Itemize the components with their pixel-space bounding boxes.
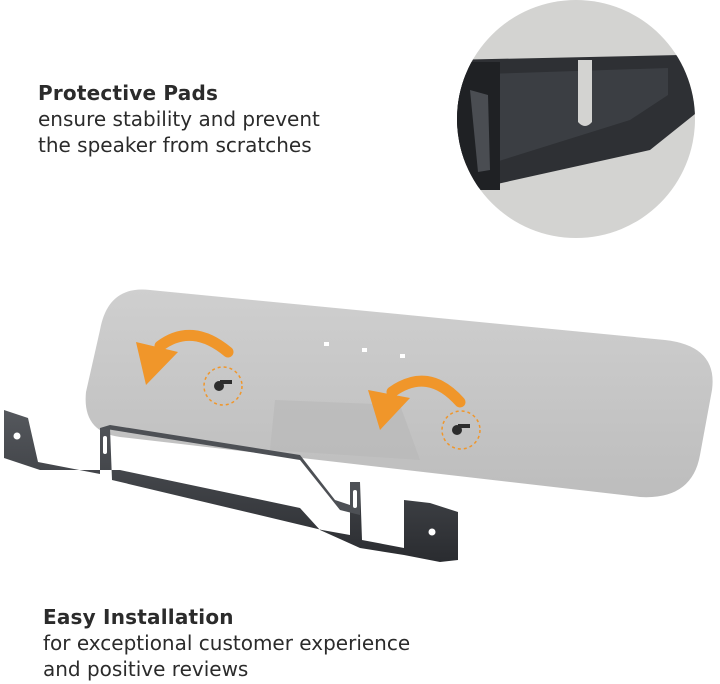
feature-title: Protective Pads (38, 81, 219, 105)
feature-description-line: ensure stability and prevent (38, 107, 320, 131)
rotate-arrow-icon (136, 329, 234, 385)
screw-hole-left (203, 366, 243, 406)
feature-title: Easy Installation (43, 605, 234, 629)
zoom-detail-circle (457, 0, 695, 238)
feature-description-line: for exceptional customer experience (43, 631, 411, 655)
screw-hole-right (441, 410, 481, 450)
rotate-arrow-icon (368, 375, 466, 430)
feature-description-line: the speaker from scratches (38, 133, 312, 157)
protective-pads-feature: Protective Pads ensure stability and pre… (38, 80, 320, 158)
wall-bracket (4, 410, 458, 562)
easy-installation-feature: Easy Installation for exceptional custom… (43, 604, 410, 682)
feature-description-line: and positive reviews (43, 657, 249, 681)
